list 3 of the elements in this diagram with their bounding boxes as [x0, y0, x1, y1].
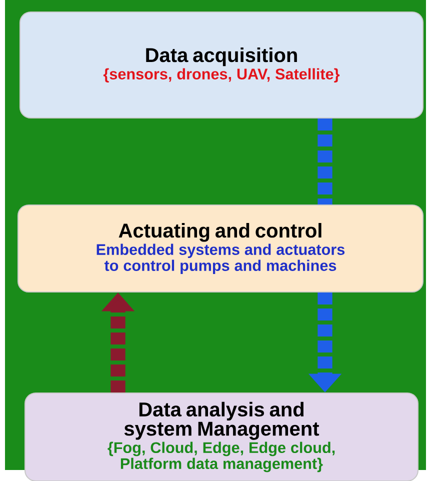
process-box: Data acquisition {sensors, drones, UAV, Satellite}: [19, 11, 424, 119]
process-box: Data analysis and system Management {Fog, Cloud, Edge, Edge cloud, Platform data management}: [24, 392, 419, 481]
process-box: Actuating and control Embedded systems and actuators to control pumps and machines: [17, 204, 424, 293]
